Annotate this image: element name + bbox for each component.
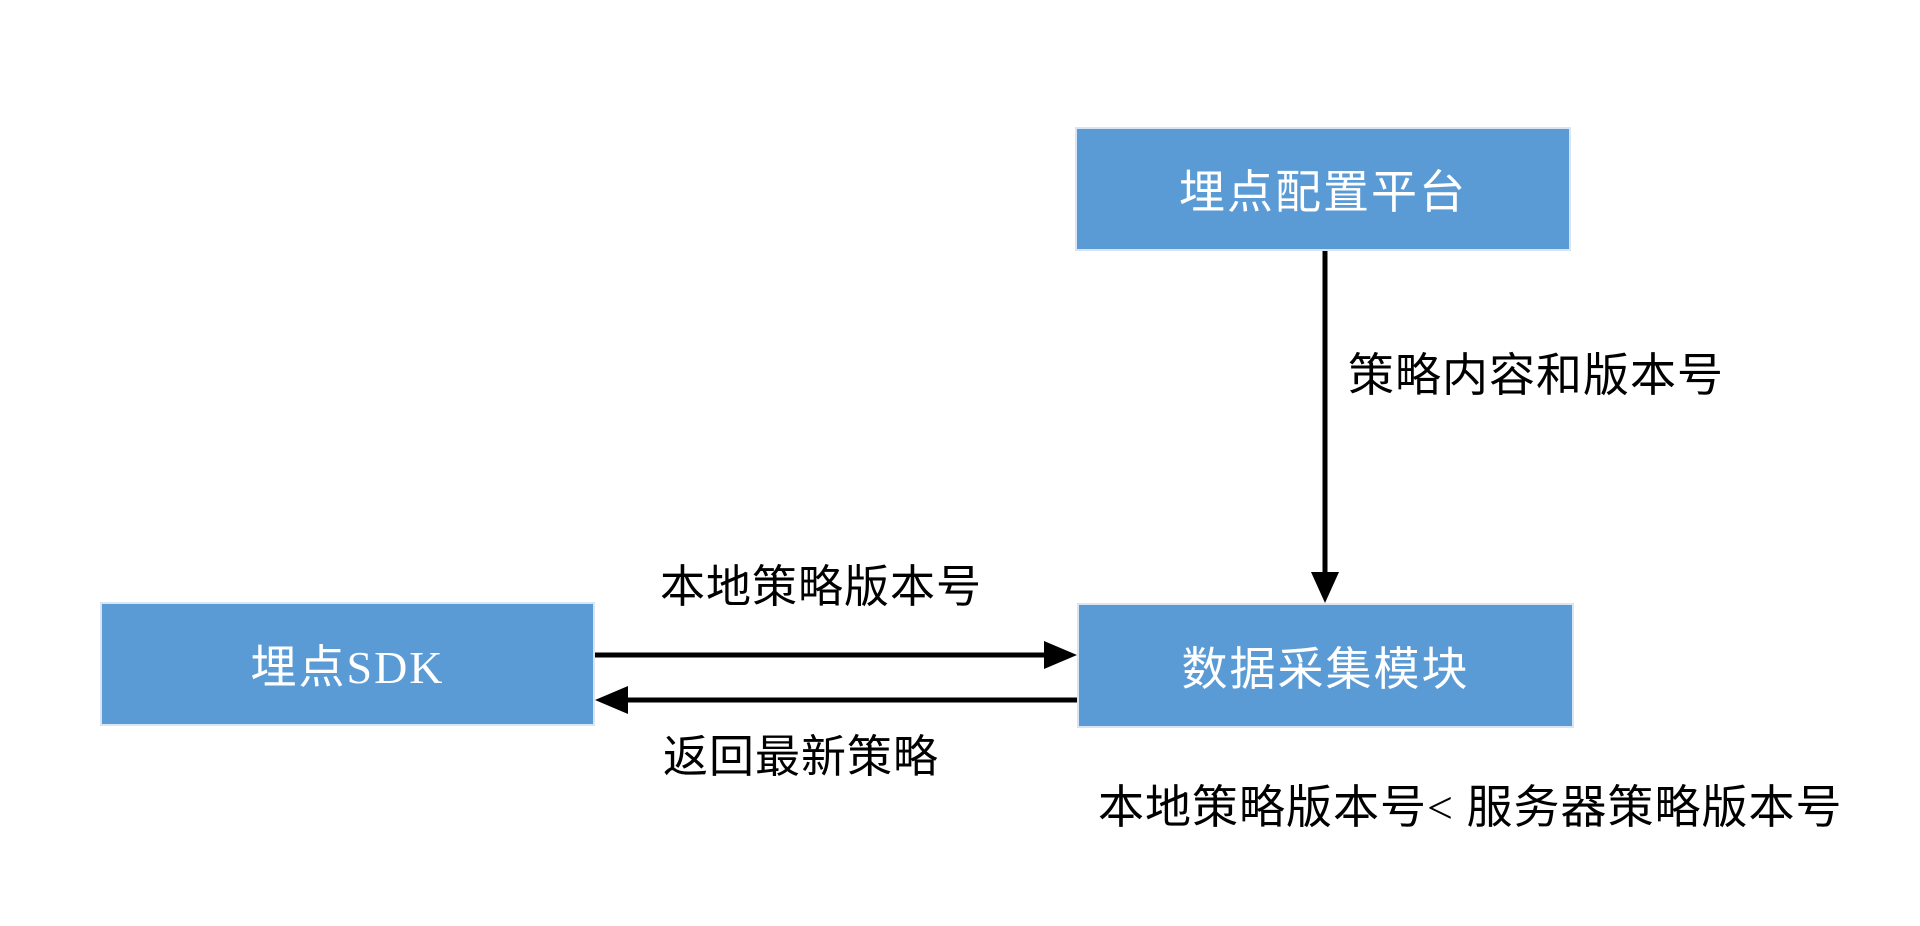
down-arrow-icon [1311, 251, 1339, 603]
edge-label-return-policy: 返回最新策略 [663, 732, 940, 782]
right-arrow-icon [595, 641, 1077, 669]
edge-label-policy-content: 策略内容和版本号 [1348, 350, 1724, 401]
node-config-platform: 埋点配置平台 [1075, 127, 1571, 251]
edge-label-local-version: 本地策略版本号 [660, 562, 983, 612]
left-arrow-icon [595, 686, 1077, 714]
node-data-collector-label: 数据采集模块 [1181, 643, 1470, 695]
condition-annotation: 本地策略版本号< 服务器策略版本号 [1098, 782, 1843, 833]
node-config-platform-label: 埋点配置平台 [1179, 167, 1467, 218]
node-sdk: 埋点SDK [100, 602, 595, 726]
node-data-collector: 数据采集模块 [1077, 603, 1574, 728]
node-sdk-label: 埋点SDK [250, 642, 445, 693]
